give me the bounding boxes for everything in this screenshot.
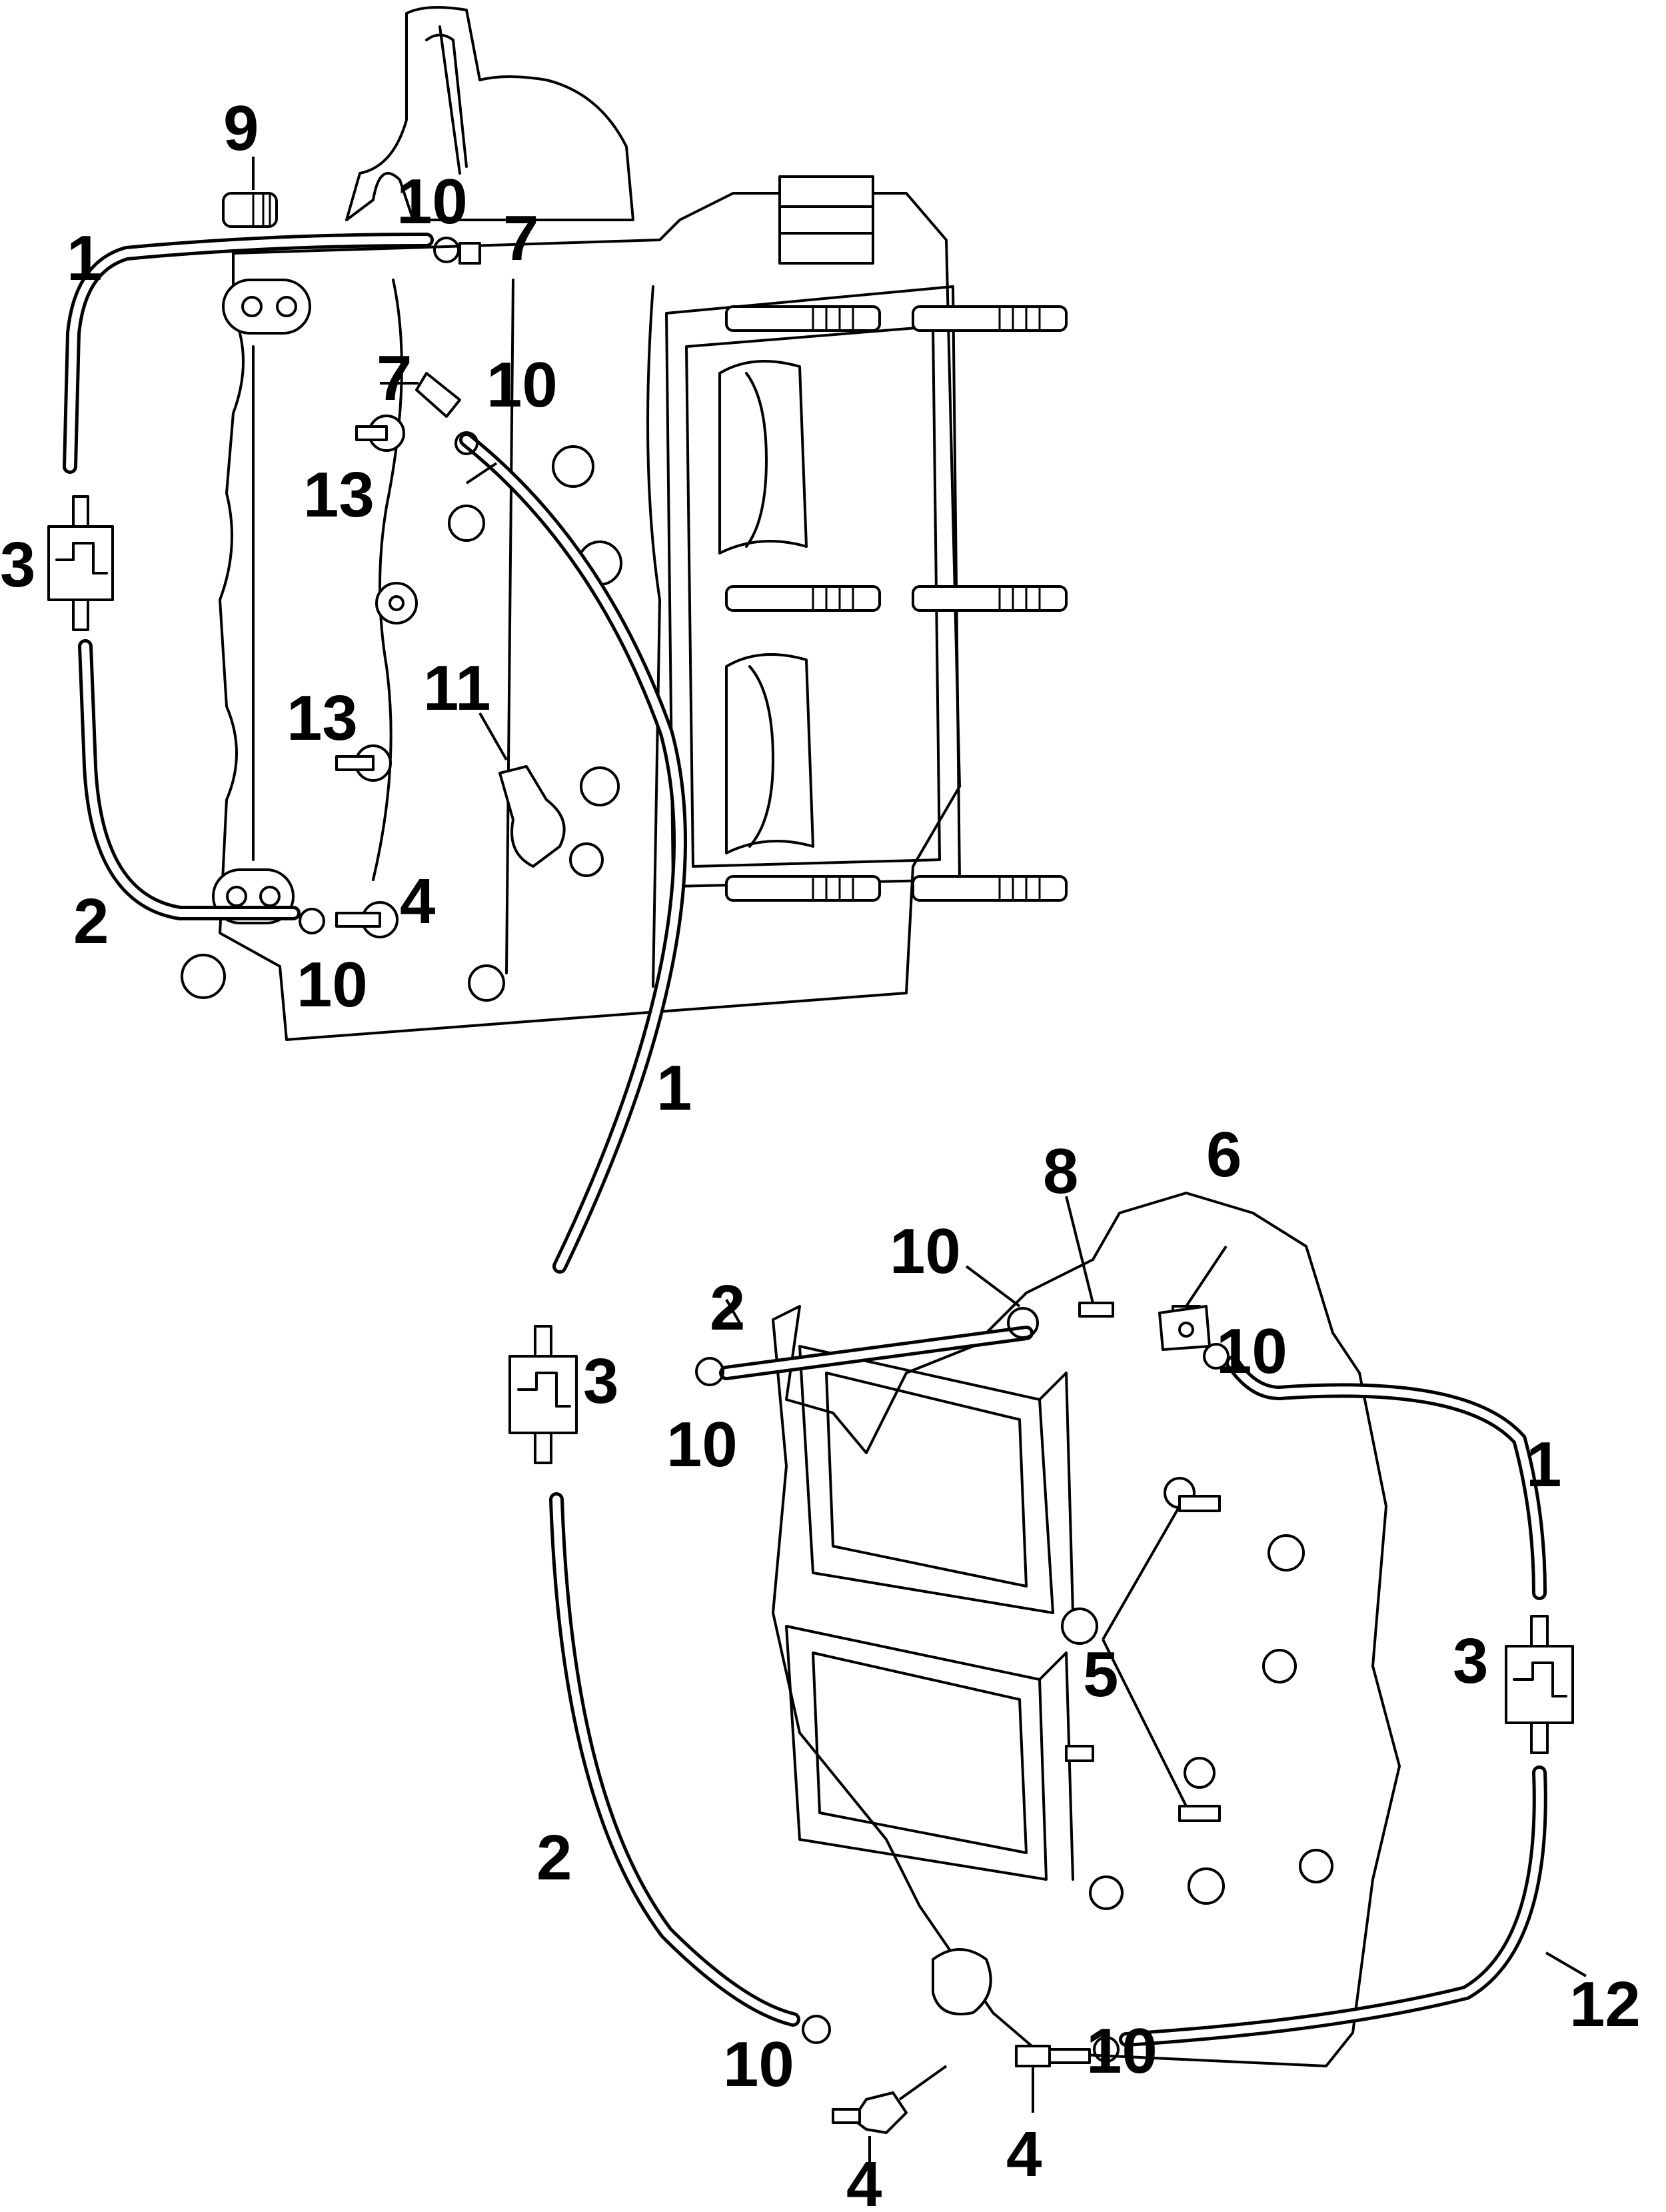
callout-10: 10	[723, 2029, 794, 2100]
callout-11: 11	[423, 652, 490, 724]
hose-clamps	[299, 237, 1230, 2063]
callout-2: 2	[710, 1272, 745, 1344]
lower-exhaust-cover	[772, 1192, 1401, 2134]
callout-10: 10	[486, 349, 558, 421]
callout-1: 1	[67, 223, 102, 294]
callout-13: 13	[303, 459, 375, 531]
upper-cylinder-block	[181, 6, 1068, 1041]
hoses	[63, 233, 1547, 2047]
callout-1: 1	[656, 1052, 692, 1124]
callout-8: 8	[1043, 1136, 1078, 1207]
callout-13: 13	[287, 682, 358, 754]
callout-12: 12	[1569, 1969, 1641, 2040]
callout-6: 6	[1206, 1119, 1242, 1190]
callout-4: 4	[400, 866, 435, 937]
filter-left	[47, 495, 114, 631]
callout-10: 10	[666, 1409, 738, 1480]
callout-3: 3	[0, 529, 35, 600]
callout-3: 3	[1453, 1626, 1488, 1697]
callout-7: 7	[503, 203, 538, 274]
callout-3: 3	[583, 1346, 618, 1417]
callout-9: 9	[223, 93, 259, 164]
leader-lines	[252, 157, 1587, 2173]
callout-4: 4	[1006, 2119, 1042, 2190]
callout-7: 7	[377, 343, 412, 414]
callout-2: 2	[536, 1822, 572, 1893]
callout-10: 10	[397, 166, 468, 237]
callout-1: 1	[1526, 1429, 1561, 1500]
callout-10: 10	[297, 949, 368, 1020]
callout-4: 4	[846, 2149, 882, 2212]
callout-10: 10	[1216, 1316, 1287, 1387]
cylinder-studs	[725, 305, 1068, 902]
callout-10: 10	[890, 1216, 961, 1287]
filter-right	[1505, 1615, 1574, 1754]
filter-middle	[508, 1325, 578, 1464]
callout-2: 2	[73, 886, 109, 957]
callout-5: 5	[1083, 1639, 1118, 1710]
callout-labels: 9 10 7 1 7 10 13 3 13 11 4 2 10 1 8 6 10…	[0, 93, 1641, 2212]
callout-10: 10	[1086, 2015, 1158, 2087]
